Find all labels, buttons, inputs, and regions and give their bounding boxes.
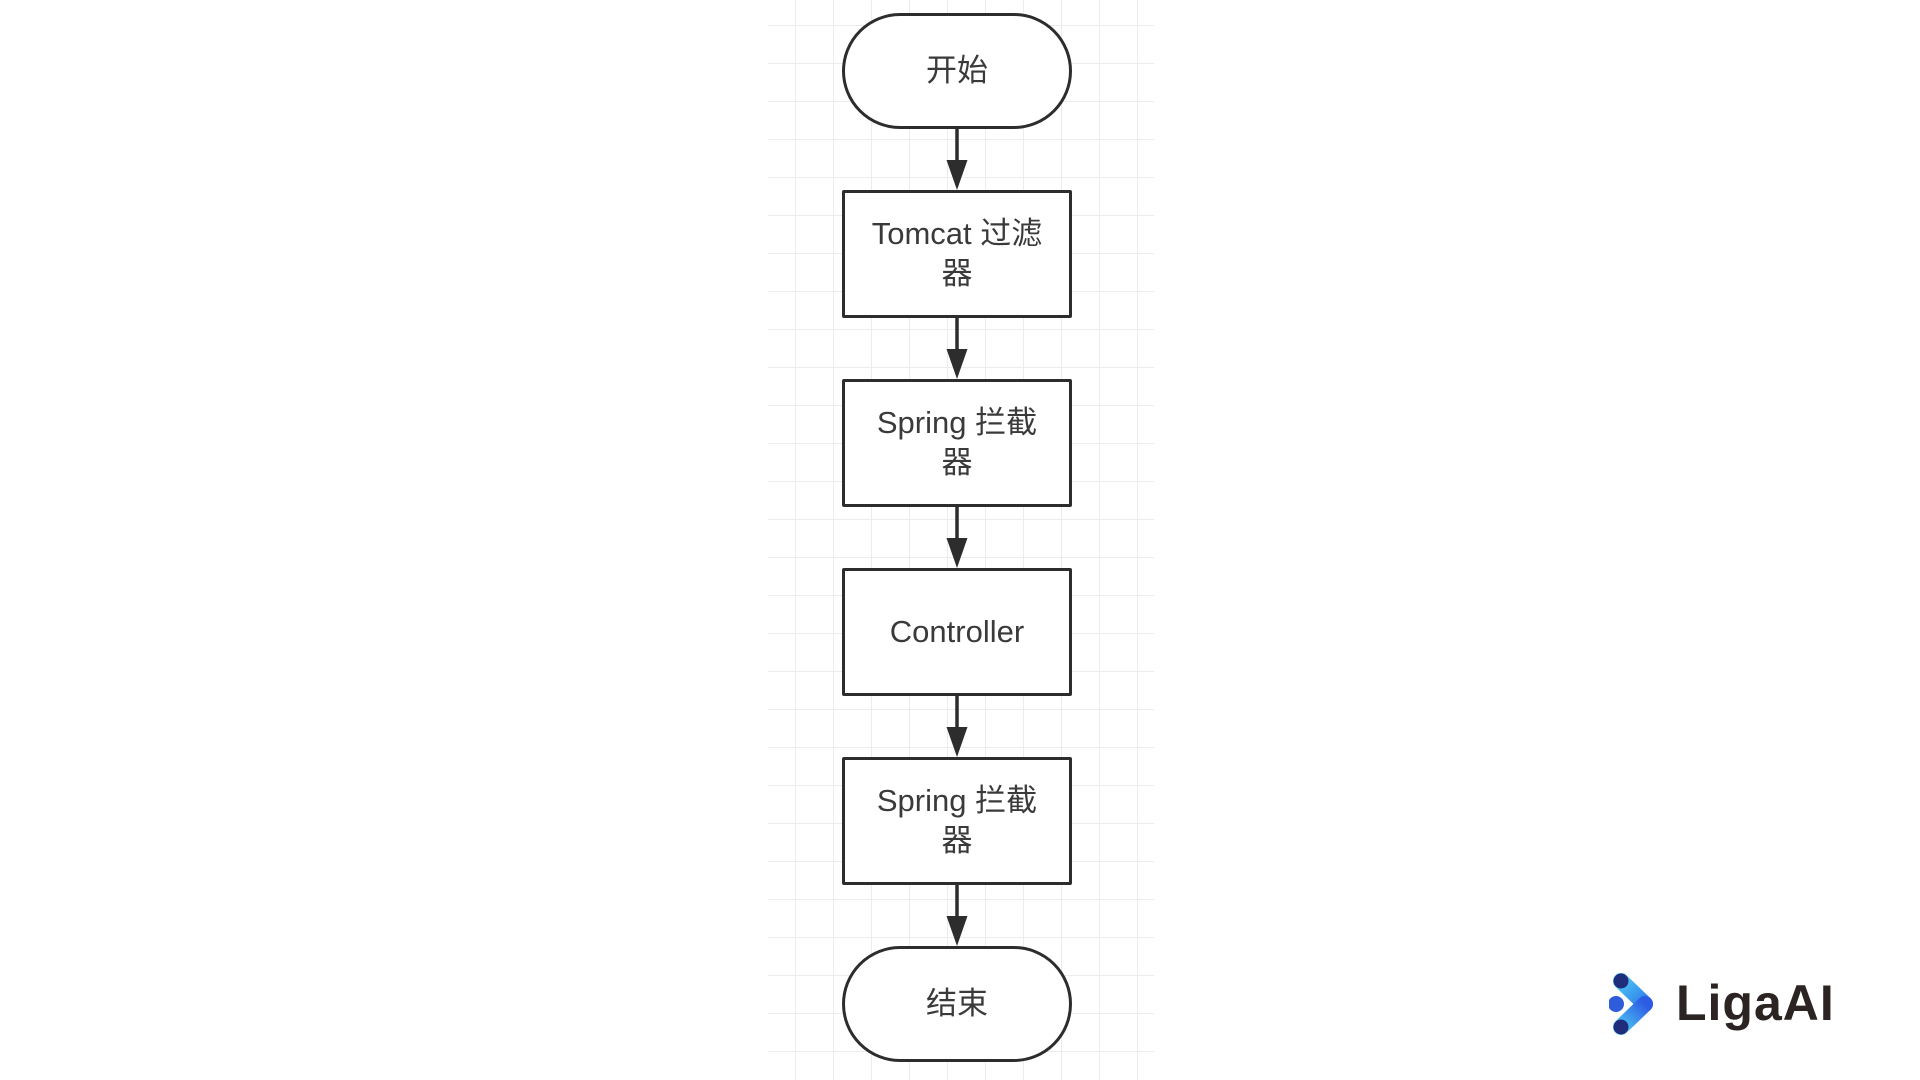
flow-node-label: Spring 拦截器 [876,404,1038,480]
brand-name: LigaAI [1676,975,1835,1031]
arrow-down [944,507,970,568]
flow-node-label: Controller [889,613,1025,649]
flow-node-controller: Controller [842,568,1072,696]
arrow-down-icon [946,129,968,190]
flow-node-end: 结束 [842,946,1072,1062]
arrow-down-icon [946,696,968,757]
flow-node-start: 开始 [842,13,1072,129]
arrow-down-icon [946,507,968,568]
arrow-down [944,885,970,946]
brand-watermark: LigaAI [1609,969,1835,1037]
flow-node-tomcat-filter: Tomcat 过滤器 [842,190,1072,318]
arrow-down [944,318,970,379]
arrow-down [944,696,970,757]
flow-node-label: 开始 [926,52,988,88]
arrow-down [944,129,970,190]
flow-node-label: Spring 拦截器 [876,782,1038,858]
flowchart: 开始 Tomcat 过滤器 Spring 拦截器 Controller [842,13,1072,1062]
flow-node-spring-interceptor-1: Spring 拦截器 [842,379,1072,507]
arrow-down-icon [946,885,968,946]
flow-node-spring-interceptor-2: Spring 拦截器 [842,757,1072,885]
flow-node-label: 结束 [926,985,988,1021]
flow-node-label: Tomcat 过滤器 [871,215,1043,291]
arrow-down-icon [946,318,968,379]
ligaai-chevron-logo-icon [1609,973,1653,1035]
